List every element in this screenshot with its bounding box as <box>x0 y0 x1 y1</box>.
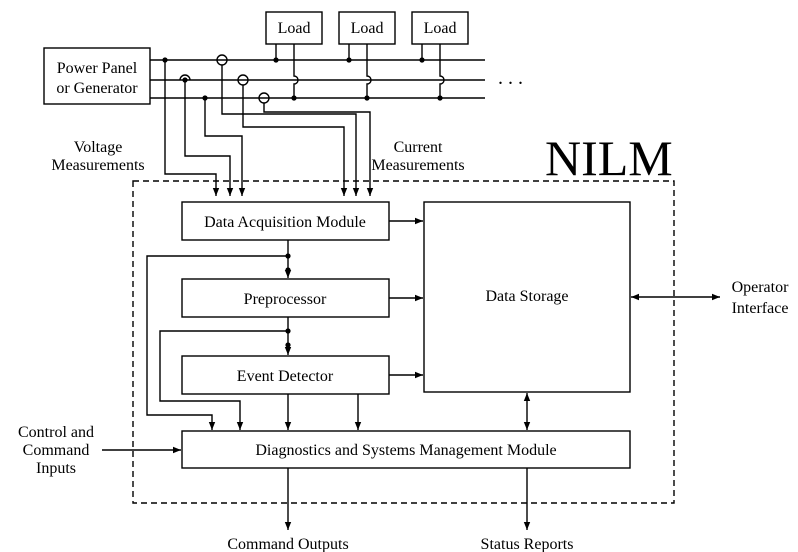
preprocessor-label: Preprocessor <box>244 291 327 308</box>
control-inputs-line1: Control and <box>18 424 94 441</box>
operator-interface-line2: Interface <box>732 300 789 317</box>
power-panel-box <box>43 47 151 105</box>
nilm-boundary <box>132 180 675 504</box>
diagnostics-box <box>181 430 631 469</box>
power-panel-label-line2: or Generator <box>56 80 138 97</box>
voltage-label-line2: Measurements <box>51 157 144 174</box>
load-2: Load <box>338 11 396 101</box>
load-3-label: Load <box>424 20 457 37</box>
diagnostics-label: Diagnostics and Systems Management Modul… <box>255 442 556 459</box>
current-sensors <box>216 54 374 196</box>
load-2-label: Load <box>351 20 384 37</box>
power-panel-label-line1: Power Panel <box>57 60 138 77</box>
operator-interface-line1: Operator <box>732 279 790 296</box>
data-acquisition-box <box>181 201 390 241</box>
voltage-label-line1: Voltage <box>74 139 123 156</box>
status-reports-label: Status Reports <box>481 536 574 552</box>
data-acquisition-label: Data Acquisition Module <box>204 214 366 231</box>
current-label-line2: Measurements <box>371 157 464 174</box>
control-inputs-line3: Inputs <box>36 460 76 477</box>
preprocessor-box <box>181 278 390 318</box>
event-detector-label: Event Detector <box>237 368 334 385</box>
load-3: Load <box>411 11 469 101</box>
module-connections <box>102 217 720 530</box>
control-inputs-line2: Command <box>23 442 90 459</box>
current-label-line1: Current <box>394 139 443 156</box>
data-storage-box <box>423 201 631 393</box>
voltage-taps <box>162 57 246 196</box>
load-1: Load <box>265 11 323 101</box>
nilm-title: NILM <box>545 130 673 186</box>
bus-continuation-ellipsis: . . . <box>498 67 523 89</box>
data-storage-label: Data Storage <box>485 288 568 305</box>
power-bus <box>150 59 485 99</box>
command-outputs-label: Command Outputs <box>227 536 348 552</box>
load-1-label: Load <box>278 20 311 37</box>
